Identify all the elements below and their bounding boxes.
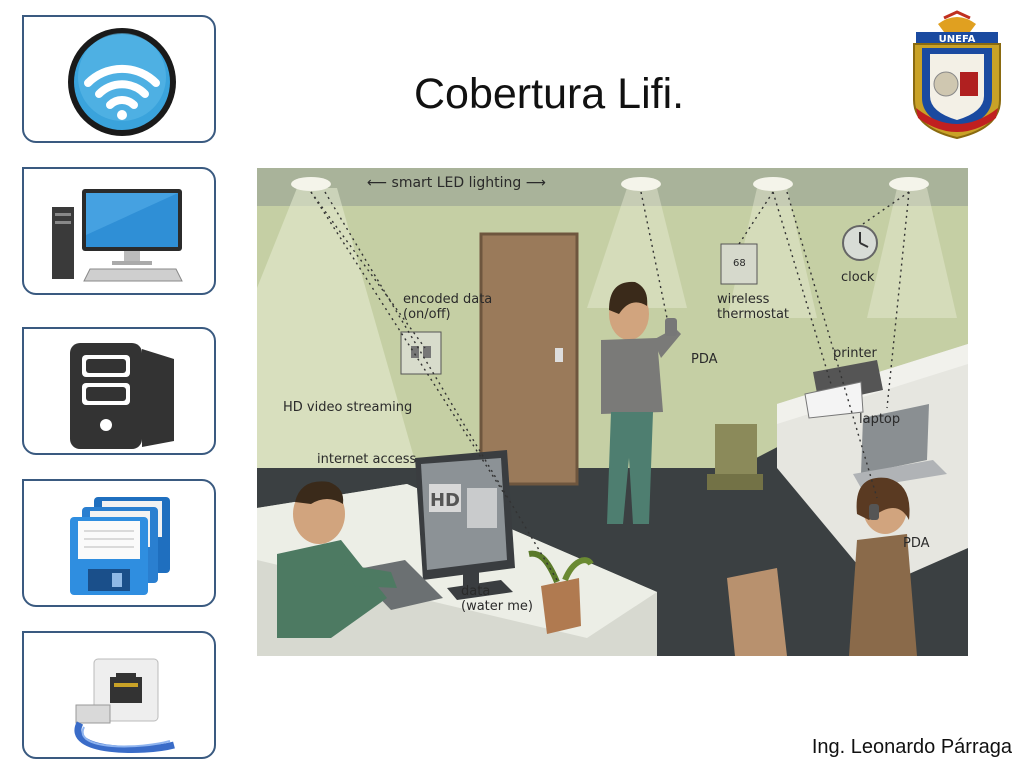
label-clock: clock <box>841 270 875 285</box>
lifi-office-illustration: HD <box>257 168 968 656</box>
label-internet-access: internet access <box>317 452 417 467</box>
sidebar-card-computer[interactable] <box>22 167 216 295</box>
svg-text:UNEFA: UNEFA <box>939 34 976 45</box>
slide-title: Cobertura Lifi. <box>414 70 685 118</box>
office-scene-graphic: HD <box>257 168 968 656</box>
ethernet-port-icon <box>74 658 175 753</box>
label-pda-woman: PDA <box>903 536 930 551</box>
label-encoded-data: encoded data (on/off) <box>403 292 493 322</box>
sidebar-card-tower[interactable] <box>22 327 216 455</box>
floppy-disks-icon <box>70 497 170 595</box>
label-pda-man: PDA <box>691 352 718 367</box>
pc-tower-icon <box>70 343 174 449</box>
author-credit: Ing. Leonardo Párraga <box>811 736 1012 758</box>
label-hd-video: HD video streaming <box>283 400 413 415</box>
label-laptop: laptop <box>859 412 901 427</box>
sidebar-card-ethernet[interactable] <box>22 631 216 759</box>
label-printer: printer <box>833 346 877 361</box>
unefa-logo: UNEFA <box>913 10 1001 140</box>
label-wireless-thermostat: wireless thermostat <box>717 292 790 322</box>
sidebar-card-wifi[interactable] <box>22 15 216 143</box>
sidebar-card-floppy[interactable] <box>22 479 216 607</box>
desktop-computer-icon <box>52 189 183 282</box>
svg-text:HD: HD <box>430 490 460 511</box>
wifi-icon <box>68 28 176 136</box>
label-smart-led: ⟵ smart LED lighting ⟶ <box>367 175 546 191</box>
label-thermostat-value: 68 <box>733 258 746 269</box>
label-data-water: data (water me) <box>461 584 533 614</box>
